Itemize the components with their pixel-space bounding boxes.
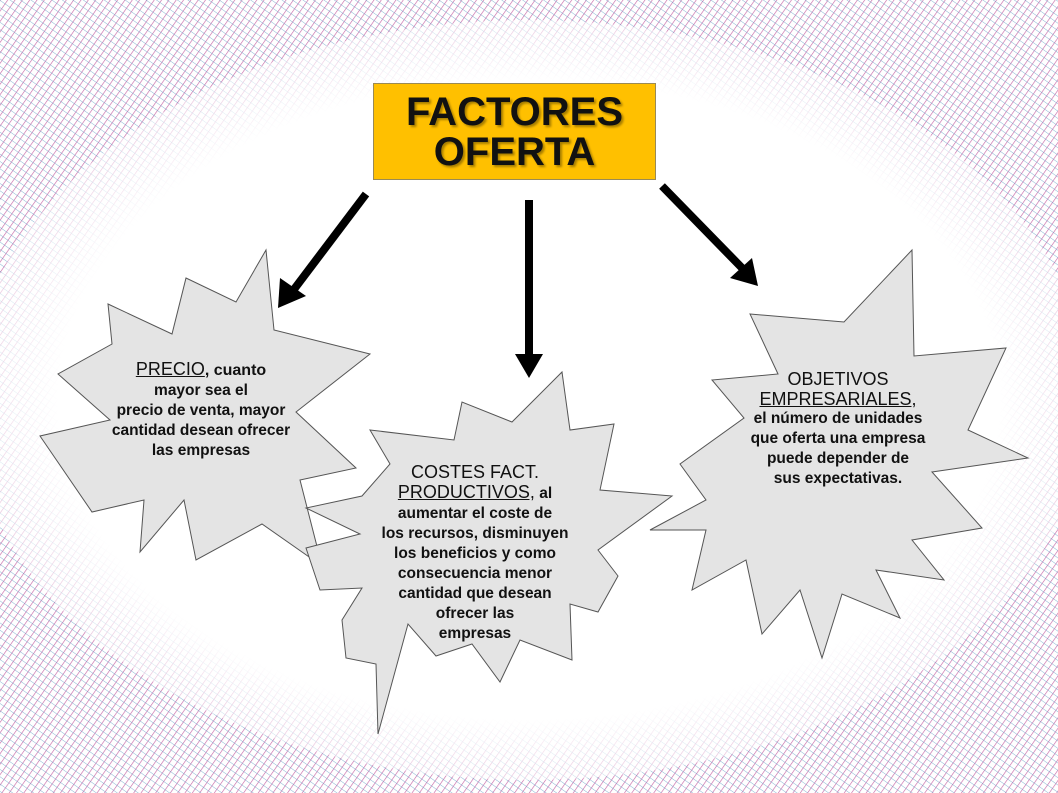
arrow-right-head (730, 258, 758, 286)
costes-heading2-row: PRODUCTIVOS, al (345, 482, 605, 504)
precio-starburst (39, 248, 372, 568)
costes-starburst (304, 370, 674, 735)
costes-line: cantidad que desean (398, 585, 552, 602)
objetivos-starburst (649, 248, 1030, 660)
precio-line: mayor sea el (154, 382, 248, 399)
precio-heading-tail: , cuanto (204, 362, 267, 379)
precio-line: precio de venta, mayor (116, 402, 286, 419)
objetivos-line: que oferta una empresa (750, 430, 926, 447)
precio-text: PRECIO, cuanto mayor sea el precio de ve… (76, 359, 326, 461)
precio-line: las empresas (151, 442, 251, 459)
costes-line: ofrecer las (435, 605, 515, 622)
costes-line: consecuencia menor (397, 565, 553, 582)
arrow-center-head (515, 354, 543, 378)
costes-text: COSTES FACT. PRODUCTIVOS, al aumentar el… (345, 462, 605, 644)
objetivos-text: OBJETIVOS EMPRESARIALES, el número de un… (718, 369, 958, 489)
arrow-right-shaft (659, 183, 747, 273)
precio-heading: PRECIO (135, 359, 205, 379)
costes-line: los recursos, disminuyen (381, 525, 569, 542)
arrow-left-head (278, 278, 306, 308)
precio-line: cantidad desean ofrecer (111, 422, 291, 439)
objetivos-line: puede depender de (766, 450, 910, 467)
precio-heading-row: PRECIO, cuanto (76, 359, 326, 381)
costes-heading2: PRODUCTIVOS, (397, 482, 535, 502)
title-line1: FACTORES (405, 89, 624, 134)
costes-line: aumentar el coste de (397, 505, 553, 522)
objetivos-line: sus expectativas. (773, 470, 903, 487)
objetivos-heading1: OBJETIVOS (787, 369, 889, 389)
costes-line: empresas (438, 625, 512, 642)
objetivos-heading2: EMPRESARIALES, (759, 389, 917, 409)
costes-heading2-tail: al (534, 485, 553, 502)
costes-heading1: COSTES FACT. (410, 462, 540, 482)
objetivos-line: el número de unidades (753, 410, 923, 427)
title-box: FACTORES OFERTA (373, 83, 656, 180)
costes-line: los beneficios y como (394, 545, 556, 562)
title-line2: OFERTA (433, 129, 596, 174)
arrow-left-shaft (288, 191, 370, 295)
